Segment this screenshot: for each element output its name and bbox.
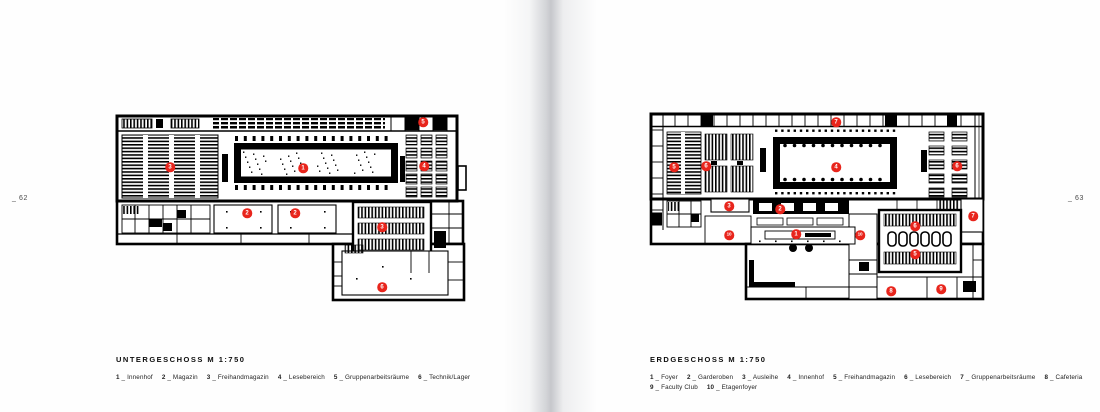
figure-caption-right: ERDGESCHOSS M 1:750 1 _ Foyer 2 _ Gardero… (650, 355, 1083, 393)
courtyard-columns (775, 129, 896, 195)
room-number-marker: 10 (724, 230, 734, 240)
service-core (859, 262, 869, 271)
room-number-marker: 6 (701, 161, 711, 171)
room-number-marker: 3 (165, 162, 175, 172)
legend-item: 8 _ Cafeteria (1044, 374, 1083, 381)
cafeteria-rooms (877, 244, 983, 299)
room-number-marker: 1 (298, 163, 308, 173)
innenhof-courtyard (234, 143, 398, 183)
floor-plan-untergeschoss: 3 1 4 5 2 2 3 6 (113, 110, 470, 310)
stair-hatch (344, 244, 364, 254)
room-number-marker: 4 (419, 161, 429, 171)
core-wall (400, 156, 405, 182)
left-cell-column (651, 114, 664, 230)
stair-hatch (939, 200, 959, 209)
room-number-marker: 7 (968, 211, 978, 221)
service-core (691, 214, 699, 222)
legend-item: 6 _ Technik/Lager (418, 374, 471, 381)
legend-item: 7 _ Gruppenarbeitsräume (960, 374, 1036, 381)
freihandmagazin-block (351, 200, 433, 255)
legend-item: 6 _ Lesebereich (904, 374, 952, 381)
marker-overlay-left: 3 1 4 5 2 2 3 6 (113, 110, 470, 310)
legend-item: 4 _ Innenhof (787, 374, 825, 381)
room-number-marker: 4 (831, 162, 841, 172)
legend-item: 5 _ Gruppenarbeitsräume (333, 374, 410, 381)
room-number-marker: 8 (886, 286, 896, 296)
room-number-marker: 3 (377, 222, 387, 232)
room-number-marker: 9 (936, 284, 946, 294)
room-number-marker: 2 (775, 204, 785, 214)
legend-line: 1 _ Foyer 2 _ Garderoben 3 _ Ausleihe 4 _ I… (650, 373, 1083, 383)
room-number-marker: 7 (831, 117, 841, 127)
plan-legend-untergeschoss: 1 _ Innenhof 2 _ Magazin 3 _ Freihandmagaz… (116, 373, 546, 383)
service-core (434, 231, 446, 248)
floor-plan-right-drawing (649, 112, 985, 301)
stair-hatch (668, 202, 681, 211)
page-number-left: _ 62 (12, 195, 29, 202)
legend-item: 9 _ Faculty Club (650, 383, 698, 391)
room-number-marker: 3 (724, 201, 734, 211)
room-number-marker: 2 (290, 208, 300, 218)
core-wall (921, 150, 927, 172)
legend-item: 4 _ Lesebereich (277, 374, 325, 381)
core-wall (222, 154, 228, 182)
legend-item: 3 _ Ausleihe (742, 374, 779, 381)
column (805, 244, 813, 252)
legend-line: 9 _ Faculty Club 10 _ Etagenfoyer (650, 383, 1080, 393)
room-number-marker: 6 (910, 221, 920, 231)
room-number-marker: 6 (377, 282, 387, 292)
room-number-marker: 6 (952, 161, 962, 171)
marker-overlay-right: 7 5 6 4 6 3 2 7 10 1 10 6 5 8 9 (647, 110, 987, 302)
stair-hatch (123, 206, 139, 214)
top-strip-cells (674, 114, 962, 127)
room-number-marker: 1 (791, 229, 801, 239)
legend-item: 1 _ Innenhof (116, 374, 153, 381)
room-number-marker: 2 (242, 208, 252, 218)
figure-caption-left: UNTERGESCHOSS M 1:750 1 _ Innenhof 2 _ Ma… (116, 355, 546, 383)
legend-item: 1 _ Foyer (650, 374, 678, 381)
plan-title-erdgeschoss: ERDGESCHOSS M 1:750 (650, 355, 767, 364)
room-number-marker: 5 (669, 162, 679, 172)
etagenfoyer-stairs (746, 260, 849, 299)
wing-rooms (333, 250, 464, 296)
legend-item: 2 _ Magazin (161, 374, 198, 381)
corridor-right-wall (974, 114, 980, 199)
floor-plan-left-drawing (115, 114, 467, 302)
column (789, 244, 797, 252)
legend-line: 1 _ Innenhof 2 _ Magazin 3 _ Freihandmagaz… (116, 373, 546, 383)
plan-legend-erdgeschoss: 1 _ Foyer 2 _ Garderoben 3 _ Ausleihe 4 _ I… (650, 373, 1083, 393)
courtyard-columns (235, 136, 388, 190)
floor-plan-erdgeschoss: 7 5 6 4 6 3 2 7 10 1 10 6 5 8 9 (647, 110, 987, 302)
plan-title-untergeschoss: UNTERGESCHOSS M 1:750 (116, 355, 246, 364)
room-number-marker: 5 (910, 249, 920, 259)
service-core (163, 223, 172, 231)
page-number-right: _ 63 (1068, 195, 1085, 202)
legend-item: 10 _ Etagenfoyer (706, 383, 758, 391)
legend-item: 3 _ Freihandmagazin (206, 374, 269, 381)
room-number-marker: 5 (418, 117, 428, 127)
room-number-marker: 10 (855, 230, 865, 240)
service-core (149, 219, 162, 227)
core-wall (760, 148, 766, 172)
service-core (177, 210, 186, 218)
legend-item: 5 _ Freihandmagazin (833, 374, 896, 381)
legend-item: 2 _ Garderoben (686, 374, 734, 381)
top-strip (651, 115, 983, 128)
